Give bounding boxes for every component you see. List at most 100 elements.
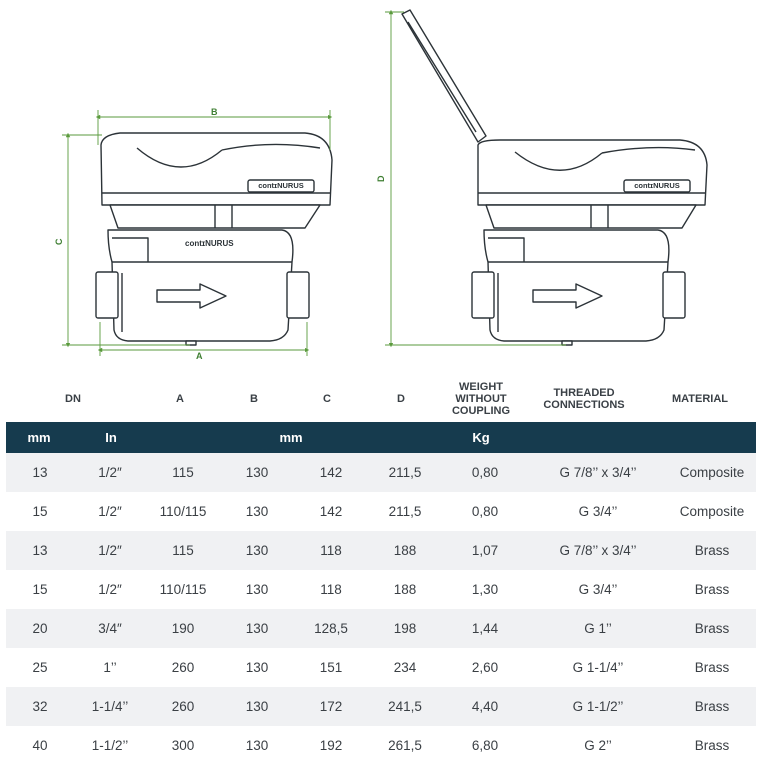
cell-material: Brass	[668, 687, 756, 726]
unit-mm-dims: mm	[279, 430, 303, 445]
cell-material: Brass	[668, 570, 756, 609]
cell-threaded: G 1’’	[528, 609, 668, 648]
cell-a: 110/115	[146, 492, 220, 531]
cell-in: 1/2″	[74, 492, 146, 531]
dim-label-a: A	[196, 351, 203, 361]
unit-in: In	[105, 430, 117, 445]
cell-material: Brass	[668, 531, 756, 570]
cell-a: 115	[146, 531, 220, 570]
cell-a: 115	[146, 453, 220, 492]
unit-kg: Kg	[472, 430, 490, 445]
header-weight: WEIGHT WITHOUT COUPLING	[451, 381, 511, 417]
header-d: D	[397, 393, 405, 405]
cell-dn: 32	[6, 687, 74, 726]
cell-dn: 15	[6, 492, 74, 531]
cell-c: 128,5	[294, 609, 368, 648]
cell-in: 1-1/4’’	[74, 687, 146, 726]
cell-b: 130	[220, 687, 294, 726]
cell-c: 142	[294, 492, 368, 531]
cell-b: 130	[220, 609, 294, 648]
cell-d: 241,5	[368, 687, 442, 726]
cell-weight: 0,80	[442, 492, 528, 531]
brand-label-left: contɪNURUS	[185, 239, 234, 248]
cell-c: 172	[294, 687, 368, 726]
cell-b: 130	[220, 531, 294, 570]
header-b: B	[250, 393, 258, 405]
cell-c: 118	[294, 570, 368, 609]
cell-a: 300	[146, 726, 220, 765]
meter-open-drawing	[401, 9, 708, 346]
cell-dn: 13	[6, 531, 74, 570]
cell-in: 1/2″	[74, 453, 146, 492]
dim-label-b: B	[211, 107, 218, 117]
cell-material: Brass	[668, 726, 756, 765]
cell-threaded: G 7/8’’ x 3/4’’	[528, 453, 668, 492]
cell-c: 118	[294, 531, 368, 570]
cell-c: 192	[294, 726, 368, 765]
cell-threaded: G 3/4’’	[528, 492, 668, 531]
cell-a: 260	[146, 648, 220, 687]
cell-c: 151	[294, 648, 368, 687]
cell-in: 3/4″	[74, 609, 146, 648]
cell-d: 211,5	[368, 492, 442, 531]
dimension-lines-right	[385, 9, 566, 348]
cell-threaded: G 1-1/2’’	[528, 687, 668, 726]
cell-dn: 20	[6, 609, 74, 648]
header-threaded: THREADED CONNECTIONS	[543, 387, 625, 411]
dimension-lines-left	[62, 110, 333, 356]
cell-material: Composite	[668, 492, 756, 531]
cell-threaded: G 3/4’’	[528, 570, 668, 609]
cell-in: 1-1/2’’	[74, 726, 146, 765]
cell-a: 190	[146, 609, 220, 648]
cell-b: 130	[220, 492, 294, 531]
cell-weight: 0,80	[442, 453, 528, 492]
cell-b: 130	[220, 726, 294, 765]
cell-a: 110/115	[146, 570, 220, 609]
cell-dn: 40	[6, 726, 74, 765]
cell-d: 234	[368, 648, 442, 687]
cell-material: Brass	[668, 609, 756, 648]
cell-weight: 4,40	[442, 687, 528, 726]
technical-drawings: contɪNURUS B C A	[54, 9, 708, 361]
cell-threaded: G 7/8’’ x 3/4’’	[528, 531, 668, 570]
header-a: A	[176, 393, 184, 405]
cell-d: 211,5	[368, 453, 442, 492]
unit-mm: mm	[27, 430, 51, 445]
cell-in: 1/2″	[74, 531, 146, 570]
cell-weight: 2,60	[442, 648, 528, 687]
cell-weight: 1,44	[442, 609, 528, 648]
cell-b: 130	[220, 570, 294, 609]
cell-b: 130	[220, 648, 294, 687]
cell-dn: 13	[6, 453, 74, 492]
cell-dn: 15	[6, 570, 74, 609]
header-material: MATERIAL	[671, 393, 728, 405]
cell-threaded: G 2’’	[528, 726, 668, 765]
dim-label-c: C	[54, 238, 64, 245]
cell-d: 198	[368, 609, 442, 648]
cell-in: 1’’	[74, 648, 146, 687]
cell-in: 1/2″	[74, 570, 146, 609]
header-c: C	[323, 393, 331, 405]
cell-b: 130	[220, 453, 294, 492]
cell-weight: 1,30	[442, 570, 528, 609]
brand-label-right-box: contɪNURUS	[634, 181, 680, 190]
cell-d: 261,5	[368, 726, 442, 765]
cell-threaded: G 1-1/4’’	[528, 648, 668, 687]
cell-c: 142	[294, 453, 368, 492]
brand-label-left-box: contɪNURUS	[258, 181, 304, 190]
meter-closed-drawing	[95, 132, 333, 346]
cell-weight: 6,80	[442, 726, 528, 765]
cell-material: Brass	[668, 648, 756, 687]
cell-d: 188	[368, 531, 442, 570]
cell-material: Composite	[668, 453, 756, 492]
cell-a: 260	[146, 687, 220, 726]
header-dn: DN	[65, 393, 81, 405]
